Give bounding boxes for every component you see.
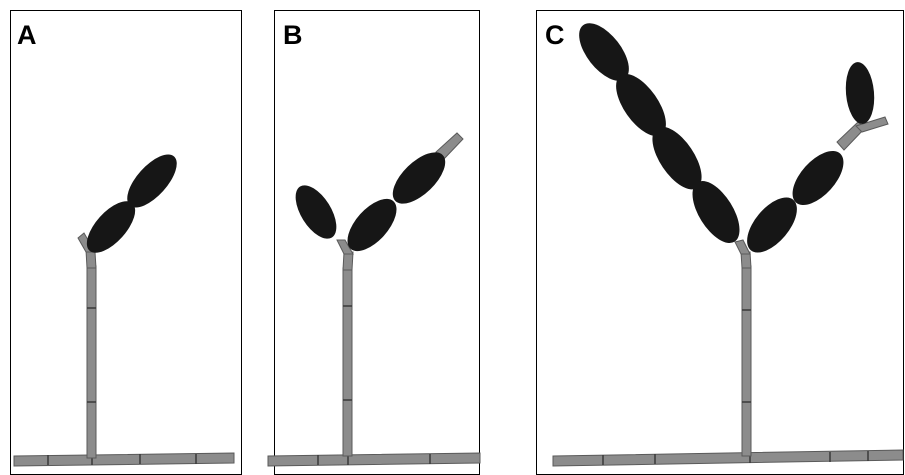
panel-b-frame (275, 11, 480, 475)
panel-label-c: C (545, 22, 565, 49)
panel-b-base-hypha (268, 453, 480, 466)
panel-c-right-conidia-chain (738, 61, 877, 261)
panel-a-stem (78, 233, 96, 458)
panel-a-frame (11, 11, 242, 475)
panel-label-b: B (283, 22, 303, 49)
panel-a (11, 11, 242, 475)
panel-c-base-hypha (553, 450, 903, 466)
panel-c-left-conidia-chain (570, 15, 749, 251)
panel-a-conidia-chain (78, 146, 185, 260)
panel-c (537, 11, 904, 475)
panel-b (268, 11, 480, 475)
panel-a-base-hypha (14, 453, 234, 466)
panel-b-conidia-chain (287, 144, 453, 260)
panel-label-a: A (17, 22, 37, 49)
